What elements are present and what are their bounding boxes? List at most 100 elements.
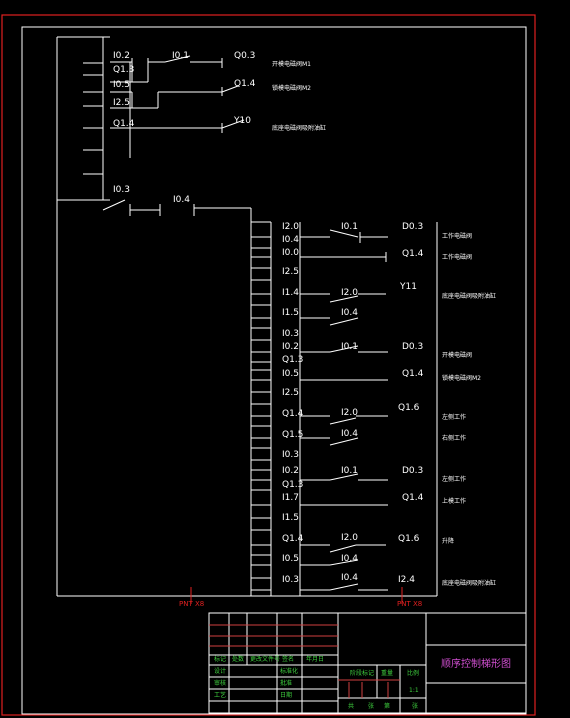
g2-m2: I0.4 [341, 429, 358, 439]
g3-c6: I0.3 [282, 575, 299, 585]
g3-c0: I0.2 [282, 466, 299, 476]
label-I0.5: I0.5 [113, 80, 130, 90]
label-Q1.3: Q1.3 [113, 65, 134, 75]
g1-c6: I0.3 [282, 329, 299, 339]
group1-labels: I2.0 I0.4 I0.0 I2.5 I1.4 I1.5 I0.3 I0.1 … [282, 222, 424, 339]
g2-m1: I2.0 [341, 408, 358, 418]
drawing-title: 顺序控制梯形图 [441, 657, 511, 670]
g1-coil2: Y11 [399, 282, 417, 292]
outer-sheet-border [1, 14, 536, 716]
tb-change: 更改文件号 [250, 655, 280, 663]
g1-c1: I0.4 [282, 235, 299, 245]
g3-c3: I1.5 [282, 513, 299, 523]
g3-c2: I1.7 [282, 493, 299, 503]
g3-d1: 上模工作 [442, 497, 466, 505]
g1-c4: I1.4 [282, 288, 299, 298]
g1-c3: I2.5 [282, 267, 299, 277]
tb-review: 审核 [214, 679, 226, 687]
group1-desc: 工作电磁阀 工作电磁阀 底座电磁阀吸附油缸 [442, 232, 496, 300]
ref-mark-left: PNT X8 [179, 600, 204, 608]
label-I2.5: I2.5 [113, 98, 130, 108]
title-red-lines [209, 624, 400, 698]
desc-m1: 开模电磁阀M1 [272, 60, 311, 68]
g1-d1: 工作电磁阀 [442, 253, 472, 261]
g3-coil3: I2.4 [398, 575, 415, 585]
g1-c2: I0.0 [282, 248, 299, 258]
label-I0.1: I0.1 [172, 51, 189, 61]
g2-d3: 右侧工作 [442, 434, 466, 442]
g2-coil1: Q1.4 [402, 369, 424, 379]
tb-sheet-no: 第 [384, 702, 390, 710]
g3-c1: Q1.3 [282, 480, 303, 490]
label-I0.4: I0.4 [173, 195, 190, 205]
g3-d3: 底座电磁阀吸附油缸 [442, 579, 496, 587]
g2-c4: Q1.4 [282, 409, 304, 419]
g3-m0: I0.1 [341, 466, 358, 476]
g1-c0: I2.0 [282, 222, 299, 232]
g2-c6: I0.3 [282, 450, 299, 460]
desc-y10: 底座电磁阀吸附油缸 [272, 124, 326, 132]
g2-d2: 左侧工作 [442, 413, 466, 421]
tb-sheet-unit2: 张 [412, 702, 418, 710]
g3-coil2: Q1.6 [398, 534, 420, 544]
g1-m0: I0.1 [341, 222, 358, 232]
tb-process: 工艺 [214, 691, 226, 699]
title-block-frame [208, 612, 527, 714]
g1-coil1: Q1.4 [402, 249, 424, 259]
tb-stage: 阶段标记 [350, 669, 374, 677]
desc-m2: 锁模电磁阀M2 [272, 84, 311, 92]
group-rails [57, 221, 438, 597]
g3-d0: 左侧工作 [442, 475, 466, 483]
g2-d1: 锁模电磁阀M2 [442, 374, 481, 382]
title-left-labels: 标记 处数 更改文件号 签名 年月日 设计 审核 工艺 标准化 批准 日期 阶段… [214, 655, 419, 710]
group2-desc: 开模电磁阀 锁模电磁阀M2 左侧工作 右侧工作 [442, 351, 481, 442]
tb-scale-value: 1:1 [409, 687, 419, 694]
g3-coil0: D0.3 [402, 466, 423, 476]
inner-frame [21, 26, 527, 715]
tb-mark: 标记 [214, 655, 226, 663]
g2-c0: I0.2 [282, 342, 299, 352]
tb-count: 处数 [232, 655, 244, 663]
label-I0.3: I0.3 [113, 185, 130, 195]
tb-weight: 重量 [381, 669, 393, 677]
upper-contact-labels: I0.2 Q1.3 I0.5 I2.5 Q1.4 I0.1 Q0.3 Q1.4 … [113, 51, 256, 205]
tb-approve: 批准 [280, 679, 292, 687]
tb-day: 日期 [280, 691, 292, 699]
g3-c4: Q1.4 [282, 534, 304, 544]
g1-c5: I1.5 [282, 308, 299, 318]
tb-standard: 标准化 [280, 667, 298, 675]
g2-coil2: Q1.6 [398, 403, 420, 413]
g1-coil0: D0.3 [402, 222, 423, 232]
g3-coil1: Q1.4 [402, 493, 424, 503]
g3-m1: I2.0 [341, 533, 358, 543]
g2-d0: 开模电磁阀 [442, 351, 472, 359]
g1-m2: I0.4 [341, 308, 358, 318]
g3-d2: 升降 [442, 537, 454, 545]
label-Q1.4-coil: Q1.4 [234, 79, 256, 89]
g2-m0: I0.1 [341, 342, 358, 352]
label-I0.2: I0.2 [113, 51, 130, 61]
g2-c5: Q1.5 [282, 430, 303, 440]
upper-coil-descriptions: 开模电磁阀M1 锁模电磁阀M2 底座电磁阀吸附油缸 [272, 60, 326, 132]
ref-mark-right: PNT X8 [397, 600, 422, 608]
tb-date: 年月日 [306, 655, 324, 663]
group3-labels: I0.2 Q1.3 I1.7 I1.5 Q1.4 I0.5 I0.3 I0.1 … [282, 466, 424, 585]
g2-c1: Q1.3 [282, 355, 303, 365]
group3-desc: 左侧工作 上模工作 升降 底座电磁阀吸附油缸 [442, 475, 496, 587]
tb-sign: 签名 [282, 655, 294, 663]
g3-m3: I0.4 [341, 573, 358, 583]
g1-d2: 底座电磁阀吸附油缸 [442, 292, 496, 300]
title-block: 标记 处数 更改文件号 签名 年月日 设计 审核 工艺 标准化 批准 日期 阶段… [208, 612, 527, 714]
label-Y10: Y10 [233, 116, 251, 126]
g1-m1: I2.0 [341, 288, 358, 298]
g3-m2: I0.4 [341, 554, 358, 564]
tb-scale: 比例 [407, 669, 419, 677]
reference-marks: PNT X8 PNT X8 [179, 587, 422, 608]
group2-labels: I0.2 Q1.3 I0.5 I2.5 Q1.4 Q1.5 I0.3 I0.1 … [282, 342, 424, 460]
g3-c5: I0.5 [282, 554, 299, 564]
label-Q1.4: Q1.4 [113, 119, 135, 129]
g2-coil0: D0.3 [402, 342, 423, 352]
g1-d0: 工作电磁阀 [442, 232, 472, 240]
g2-c2: I0.5 [282, 369, 299, 379]
